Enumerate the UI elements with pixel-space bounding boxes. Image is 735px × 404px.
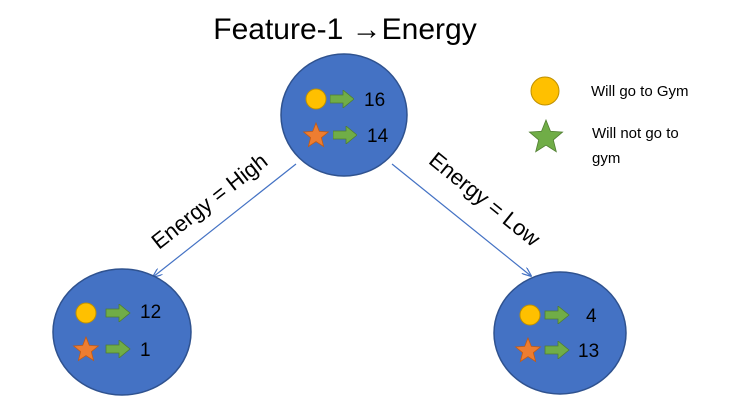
legend-will-not-go-line1: Will not go to xyxy=(592,125,679,142)
circle-marker-icon xyxy=(305,88,327,110)
node-left-not-gym-count: 1 xyxy=(140,340,151,361)
node-right-gym-count: 4 xyxy=(586,306,597,327)
legend-will-not-go-line2: gym xyxy=(592,150,620,167)
edge-high xyxy=(153,163,297,277)
legend-star-icon xyxy=(528,118,564,153)
star-marker-icon xyxy=(72,335,100,362)
node-right: 4 13 xyxy=(493,271,627,395)
node-right-not-gym-count: 13 xyxy=(578,341,599,362)
page-title: Feature-1 →Energy xyxy=(213,13,476,46)
node-root-gym-count: 16 xyxy=(364,90,385,111)
edge-label-high: Energy = High xyxy=(147,148,273,254)
node-left-gym-count: 12 xyxy=(140,302,161,323)
circle-marker-icon xyxy=(75,302,97,324)
circle-marker-icon xyxy=(519,304,541,326)
legend-circle-icon xyxy=(530,76,560,106)
node-right-ellipse xyxy=(493,271,627,395)
node-root-not-gym-count: 14 xyxy=(367,126,389,147)
edge-label-low: Energy = Low xyxy=(424,147,545,252)
edge-low xyxy=(391,163,531,276)
node-root-ellipse xyxy=(280,53,408,177)
legend: Will go to Gym Will not go to gym xyxy=(528,76,689,167)
star-marker-icon xyxy=(514,336,542,363)
node-left-ellipse xyxy=(52,268,192,396)
node-left: 12 1 xyxy=(52,268,192,396)
legend-will-go-label: Will go to Gym xyxy=(591,83,689,100)
star-marker-icon xyxy=(302,121,330,148)
node-root: 16 14 xyxy=(280,53,408,177)
